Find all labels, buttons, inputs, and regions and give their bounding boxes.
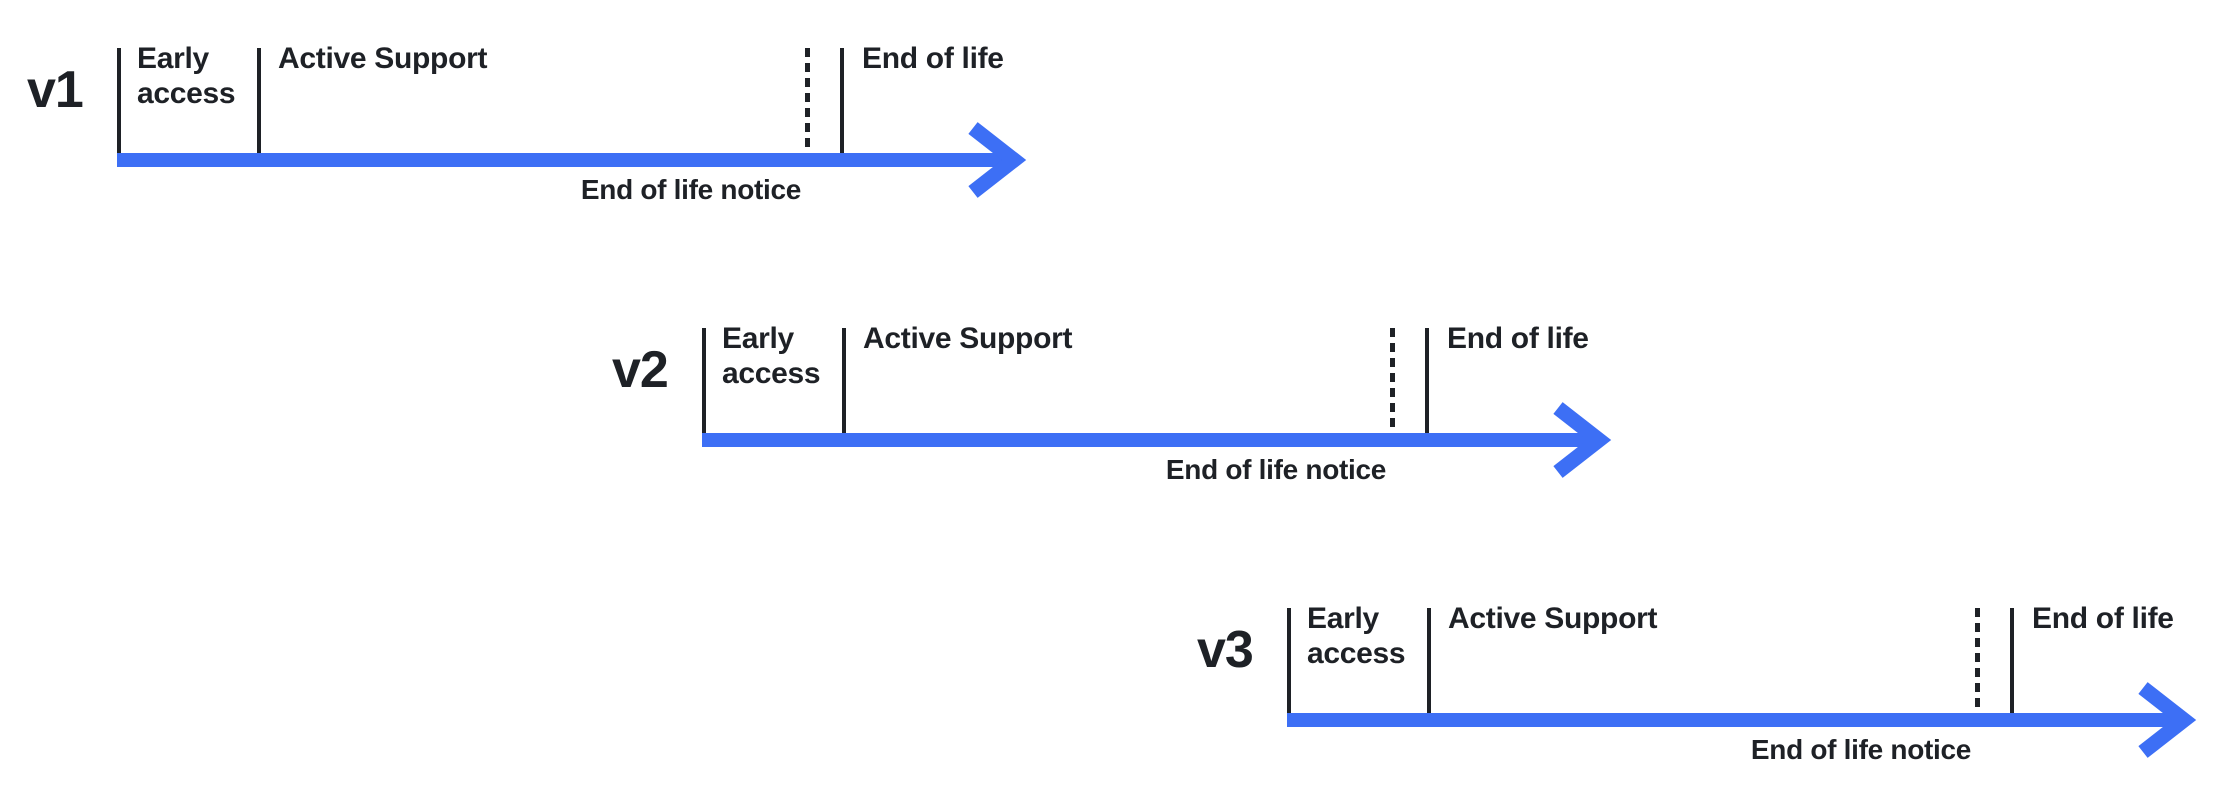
early-access-label: Early access [722,322,821,390]
timeline-v1: v1 Early access Active Support End of li… [17,20,1077,250]
active-support-label: Active Support [1448,602,1658,635]
version-label: v2 [612,341,669,399]
end-of-life-notice-label: End of life notice [580,174,802,205]
timeline-arrow [1287,682,2197,758]
arrow-head-icon [1553,402,1612,478]
end-of-life-notice-label: End of life notice [1165,454,1387,485]
eol-notice-dashed-line [1975,608,1980,708]
early-access-label: Early access [137,42,236,110]
end-of-life-tick [1425,328,1429,433]
early-access-start-tick [1287,608,1291,713]
arrow-shaft [1287,713,2180,727]
eol-notice-dashed-line [805,48,810,148]
active-support-start-tick [257,48,261,153]
timeline-arrow [702,402,1612,478]
active-support-label: Active Support [863,322,1073,355]
early-access-start-tick [117,48,121,153]
timeline-v2: v2 Early access Active Support End of li… [602,300,1662,530]
arrow-head-icon [968,122,1027,198]
end-of-life-label: End of life [1447,322,1589,355]
early-access-start-tick [702,328,706,433]
timeline-v3: v3 Early access Active Support End of li… [1187,580,2228,810]
end-of-life-label: End of life [2032,602,2174,635]
arrow-head-icon [2138,682,2197,758]
eol-notice-dashed-line [1390,328,1395,428]
version-label: v1 [27,61,84,119]
timeline-arrow [117,122,1027,198]
active-support-start-tick [1427,608,1431,713]
arrow-shaft [702,433,1595,447]
active-support-label: Active Support [278,42,488,75]
end-of-life-tick [840,48,844,153]
end-of-life-label: End of life [862,42,1004,75]
active-support-start-tick [842,328,846,433]
end-of-life-notice-label: End of life notice [1750,734,1972,765]
arrow-shaft [117,153,1010,167]
end-of-life-tick [2010,608,2014,713]
version-label: v3 [1197,621,1254,679]
early-access-label: Early access [1307,602,1406,670]
